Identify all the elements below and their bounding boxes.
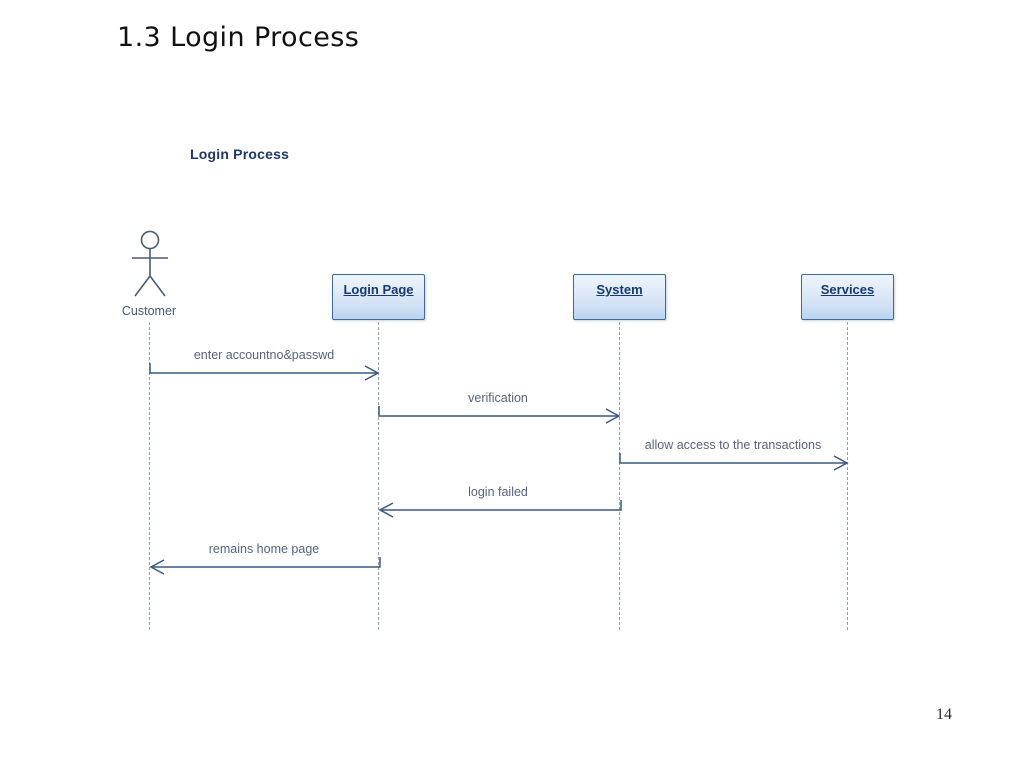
message-label-4: login failed: [468, 485, 528, 499]
message-label-2: verification: [468, 391, 528, 405]
message-arrow-5[interactable]: [143, 552, 387, 576]
lifeline-box-label: Services: [820, 282, 875, 297]
message-arrow-2[interactable]: [372, 401, 628, 425]
lifeline-login-page: [378, 322, 379, 630]
message-label-1: enter accountno&passwd: [193, 348, 335, 362]
message-label-5: remains home page: [208, 542, 320, 556]
lifeline-box-services[interactable]: Services: [801, 274, 894, 320]
lifeline-box-system[interactable]: System: [573, 274, 666, 320]
actor-stick-figure-icon: [132, 230, 168, 297]
lifeline-services: [847, 322, 848, 630]
message-arrow-3[interactable]: [613, 448, 856, 472]
message-arrow-1[interactable]: [143, 358, 387, 382]
lifeline-box-login-page[interactable]: Login Page: [332, 274, 425, 320]
actor-label-customer: Customer: [121, 304, 177, 318]
lifeline-system: [619, 322, 620, 630]
message-arrow-4[interactable]: [372, 495, 628, 519]
lifeline-box-label: Login Page: [343, 282, 414, 297]
page-number: 14: [936, 706, 952, 723]
diagram-title: Login Process: [190, 146, 290, 162]
lifeline-box-label: System: [596, 282, 643, 297]
lifeline-customer: [149, 322, 150, 630]
message-label-3: allow access to the transactions: [644, 438, 822, 452]
page-title: 1.3 Login Process: [117, 22, 360, 53]
